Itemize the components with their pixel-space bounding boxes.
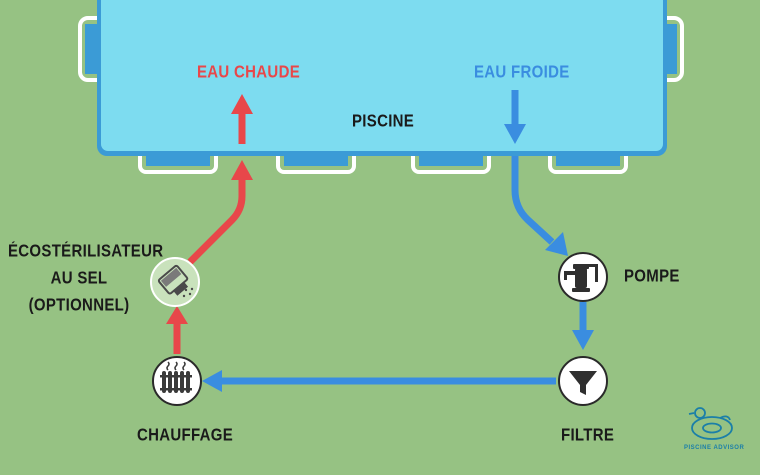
cold-flow-pool-to-pump (511, 156, 555, 245)
filter-label: FILTRE (561, 425, 615, 446)
duck-float-icon (688, 407, 733, 440)
heater-label: CHAUFFAGE (137, 425, 234, 446)
cold-flow (220, 90, 587, 385)
funnel-filter-icon (569, 371, 597, 395)
cold-arrowhead-2 (545, 232, 568, 256)
salt-grains (182, 287, 194, 298)
sterilizer-circle (150, 257, 200, 307)
radiator-icon (160, 371, 192, 393)
hot-flow-arrowheads (166, 94, 253, 324)
hot-arrowhead-2 (231, 160, 253, 180)
cold-arrowhead-3 (572, 330, 594, 350)
hot-water-label: EAU CHAUDE (197, 62, 301, 83)
logo-text: PISCINE ADVISOR (684, 445, 745, 451)
sterilizer-node (150, 257, 200, 307)
sterilizer-label-line2: AU SEL (50, 268, 108, 289)
cold-arrowhead-4 (202, 370, 222, 392)
pump-node (558, 252, 608, 302)
hot-flow-sterilizer-to-pool (187, 178, 246, 265)
cold-water-label: EAU FROIDE (474, 62, 570, 83)
hand-pump-icon (564, 264, 598, 292)
filter-node (558, 356, 608, 406)
heater-node (152, 356, 202, 406)
sterilizer-label-line3: (OPTIONNEL) (28, 295, 130, 316)
hot-arrowhead-3 (231, 94, 253, 114)
heat-waves (166, 361, 186, 371)
hot-arrowhead-1 (166, 306, 188, 324)
pump-label: POMPE (624, 266, 680, 287)
salt-cell-icon (157, 264, 189, 296)
cold-flow-arrowheads (202, 124, 594, 392)
pool-label: PISCINE (352, 111, 415, 132)
cold-arrowhead-1 (504, 124, 526, 144)
sterilizer-label-line1: ÉCOSTÉRILISATEUR (8, 241, 164, 262)
hot-flow (173, 113, 246, 354)
